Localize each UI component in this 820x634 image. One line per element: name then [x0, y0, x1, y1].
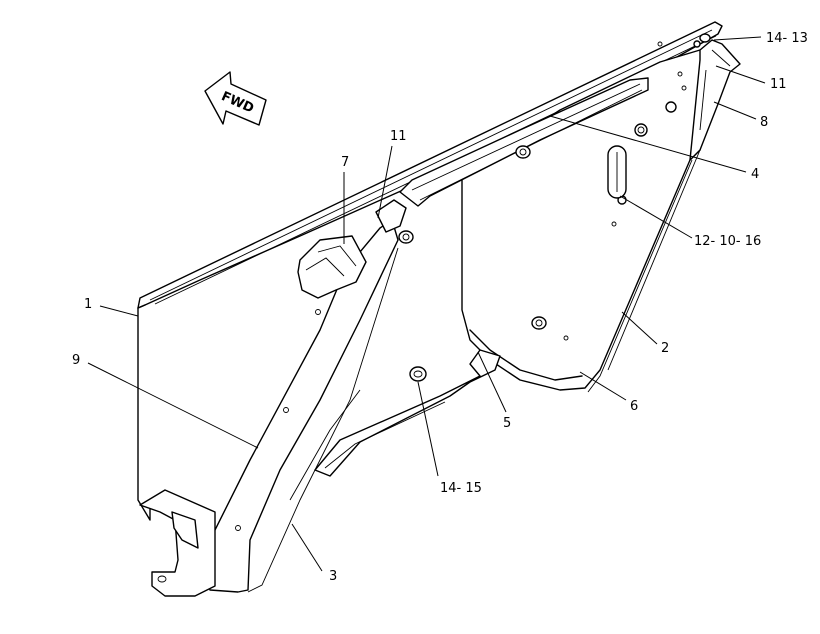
upper-tube [399, 77, 649, 207]
slot [607, 145, 627, 199]
callout-14-15: 14- 15 [440, 481, 482, 496]
leader-2 [621, 311, 658, 345]
callout-3: 3 [329, 569, 337, 584]
callout-7: 7 [341, 155, 349, 170]
fwd-arrow: FWD [204, 71, 267, 126]
leader-12-10-16 [619, 195, 693, 239]
leader-11-right [715, 65, 766, 84]
leader-3 [291, 523, 323, 572]
leader-9 [87, 362, 259, 449]
leader-5 [477, 351, 507, 413]
callout-2: 2 [661, 341, 669, 356]
callout-4: 4 [751, 167, 759, 182]
leader-14-15 [417, 381, 439, 477]
callout-9: 9 [72, 353, 80, 368]
leader-1 [99, 305, 139, 317]
callout-5: 5 [503, 416, 511, 431]
callout-1: 1 [84, 297, 92, 312]
callout-6: 6 [630, 399, 638, 414]
callout-11-right: 11 [770, 77, 787, 92]
leader-lines [87, 36, 766, 572]
diagonal-arm [199, 219, 399, 593]
callout-labels: 14- 13 11 8 4 12- 10- 16 11 7 1 9 2 6 5 … [72, 31, 808, 584]
lower-channel [314, 349, 501, 477]
leader-11-mid [377, 145, 393, 219]
leader-6 [579, 371, 627, 401]
callout-14-13: 14- 13 [766, 31, 808, 46]
clamp-bracket [297, 199, 407, 299]
callout-12-10-16: 12- 10- 16 [694, 234, 761, 249]
foot-bracket [139, 489, 216, 597]
callout-8: 8 [760, 115, 768, 130]
leader-8 [713, 101, 757, 120]
callout-11-mid: 11 [390, 129, 407, 144]
leader-14-13 [713, 36, 762, 41]
leader-4 [549, 115, 747, 173]
